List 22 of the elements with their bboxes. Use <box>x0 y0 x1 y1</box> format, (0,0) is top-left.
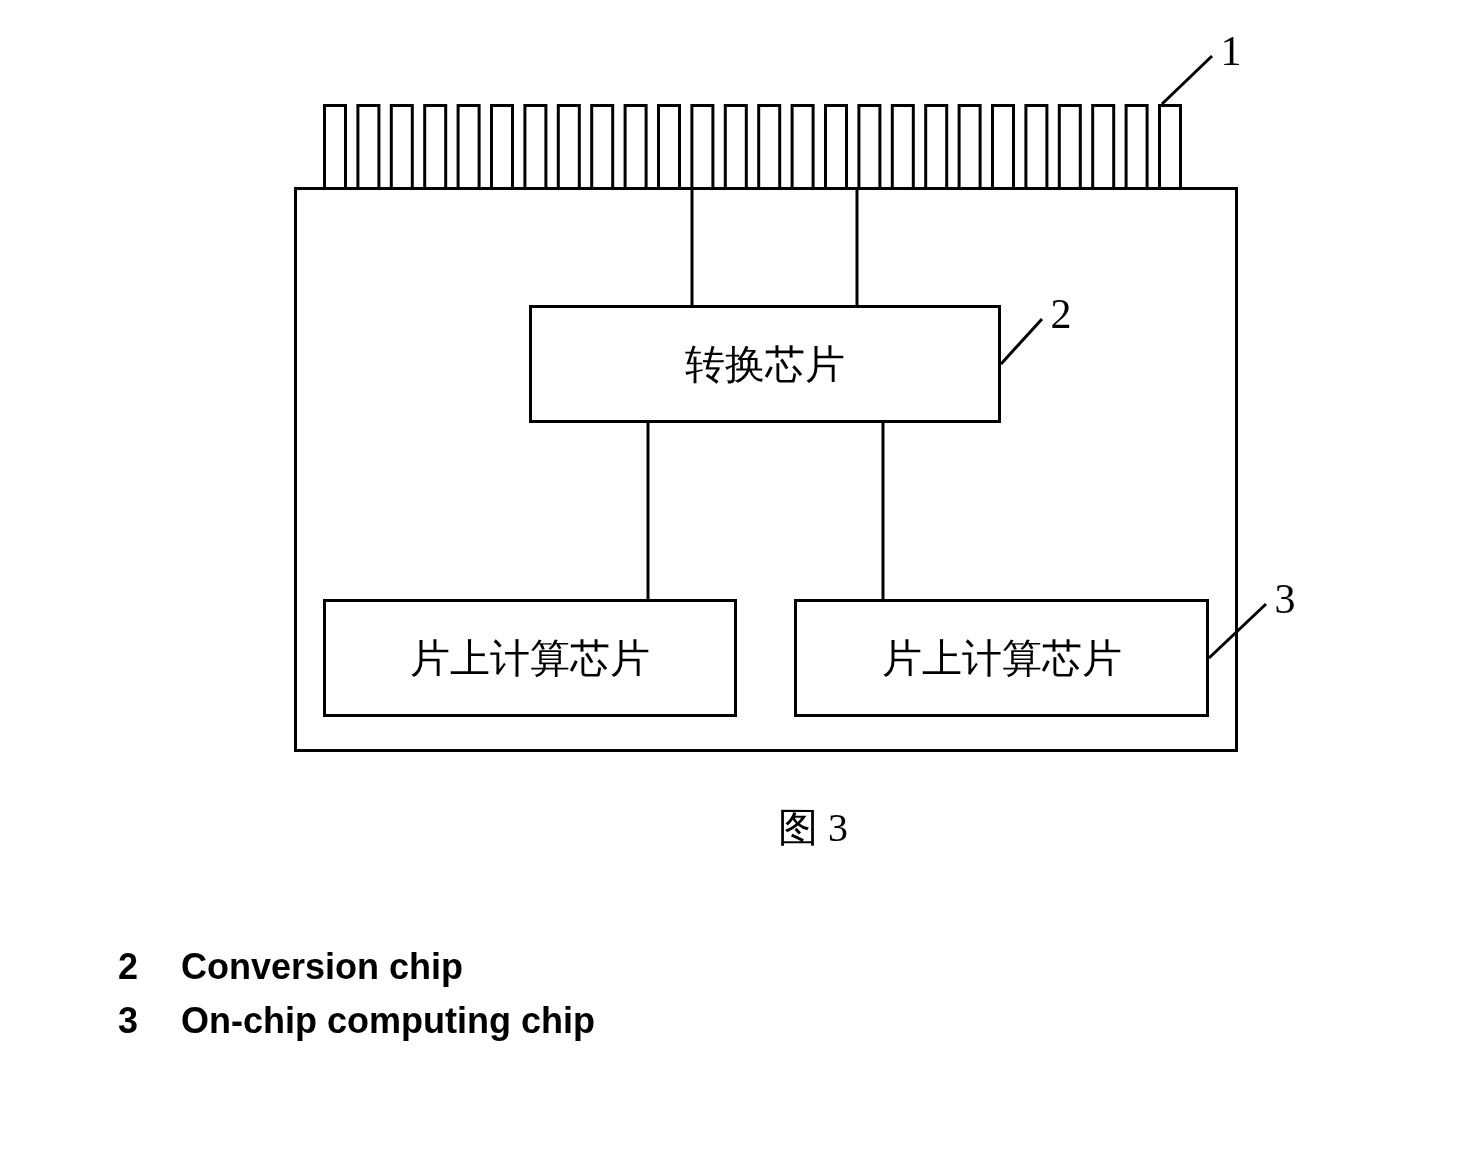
process-box <box>323 599 737 717</box>
connection-line <box>690 187 694 305</box>
legend-text: On-chip computing chip <box>181 1000 595 1042</box>
connection-line <box>881 423 885 599</box>
chip-label: 转换芯片 <box>685 339 845 389</box>
callout-number: 3 <box>1270 574 1300 624</box>
connection-line <box>646 423 650 599</box>
circuit-board <box>294 187 1238 752</box>
callout-number: 1 <box>1216 26 1246 76</box>
fig-caption: 图 3 <box>778 804 848 852</box>
legend-text: Conversion chip <box>181 946 464 988</box>
callout-number: 2 <box>1046 289 1076 339</box>
leader-line <box>1207 602 1268 660</box>
legend-number: 2 <box>118 946 139 988</box>
chip-label: 片上计算芯片 <box>410 633 650 683</box>
process-box <box>794 599 1209 717</box>
legend-number: 3 <box>118 1000 139 1042</box>
connection-line <box>855 187 859 305</box>
chip-label: 片上计算芯片 <box>881 633 1122 683</box>
process-box <box>529 305 1001 423</box>
leader-line <box>1160 54 1214 106</box>
leader-line <box>999 318 1044 365</box>
